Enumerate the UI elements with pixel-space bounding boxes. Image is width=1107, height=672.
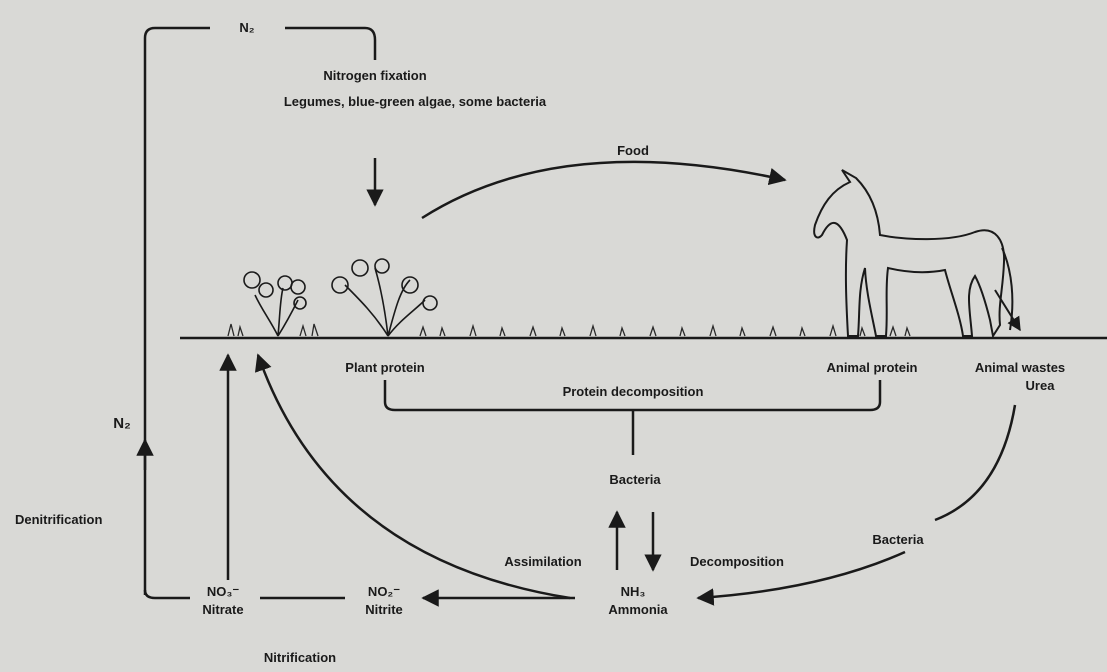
no2-label: NO₂⁻ bbox=[368, 584, 400, 600]
nitrate-label: Nitrate bbox=[202, 602, 243, 618]
urea-label: Urea bbox=[1026, 378, 1055, 394]
fixation-title: Nitrogen fixation bbox=[323, 68, 426, 84]
nitrite-label: Nitrite bbox=[365, 602, 403, 618]
decomposition-label: Decomposition bbox=[690, 554, 784, 570]
animal-protein-label: Animal protein bbox=[826, 360, 917, 376]
waste-arrow bbox=[995, 290, 1020, 330]
nitrification-label: Nitrification bbox=[264, 650, 336, 666]
no3-label: NO₃⁻ bbox=[207, 584, 239, 600]
denitrification-line bbox=[145, 590, 190, 598]
plant-protein-label: Plant protein bbox=[345, 360, 424, 376]
n2-top-label: N₂ bbox=[239, 20, 254, 36]
bacteria-right-label: Bacteria bbox=[872, 532, 923, 548]
plant-icon bbox=[244, 259, 437, 336]
urea-curve bbox=[935, 405, 1015, 520]
protein-decomposition-label: Protein decomposition bbox=[563, 384, 704, 400]
n2-side-label: N₂ bbox=[113, 416, 131, 432]
n2-loop-line bbox=[145, 28, 375, 595]
denitrification-label: Denitrification bbox=[15, 512, 102, 528]
food-arrow bbox=[422, 162, 785, 218]
fixation-agents: Legumes, blue-green algae, some bacteria bbox=[284, 94, 546, 110]
horse-icon bbox=[814, 170, 1012, 336]
ammonia-label: Ammonia bbox=[608, 602, 667, 618]
nh3-label: NH₃ bbox=[621, 584, 646, 600]
bacteria-center-label: Bacteria bbox=[609, 472, 660, 488]
food-label: Food bbox=[617, 143, 649, 159]
assimilation-label: Assimilation bbox=[504, 554, 581, 570]
animal-wastes-label: Animal wastes bbox=[975, 360, 1065, 376]
grass-icon bbox=[228, 324, 910, 336]
